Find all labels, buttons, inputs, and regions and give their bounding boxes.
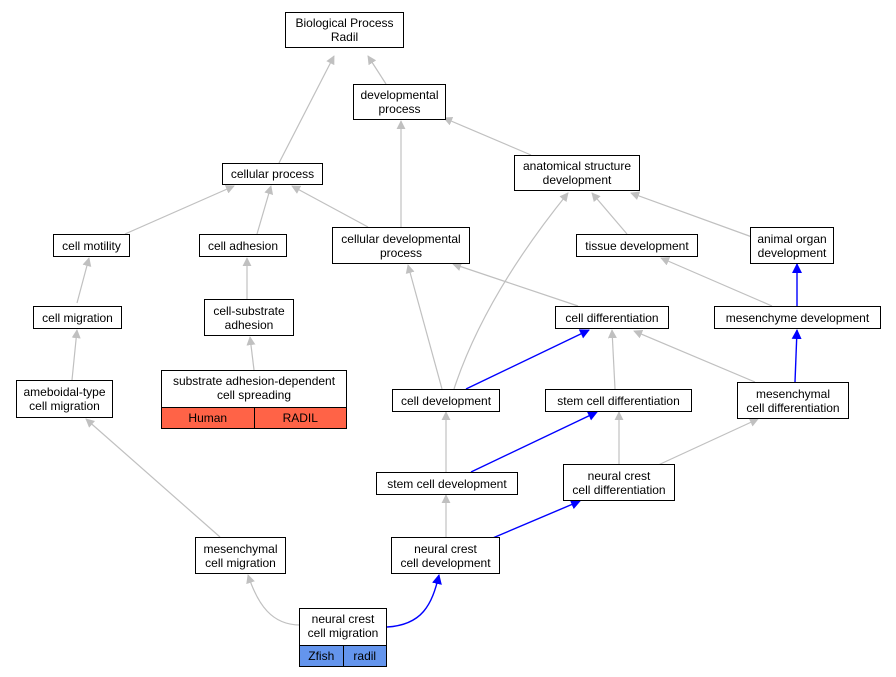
edge xyxy=(655,418,759,467)
node-label: mesenchymal xyxy=(755,386,831,401)
node-label: process xyxy=(379,245,423,260)
node-label: anatomical structure xyxy=(522,159,632,173)
node-label: cell spreading xyxy=(216,388,292,402)
node-label: adhesion xyxy=(224,317,274,332)
node-label: developmental xyxy=(360,88,439,102)
node-developmental-process[interactable]: developmental process xyxy=(353,84,446,120)
edge xyxy=(71,329,81,381)
node-label: development xyxy=(757,245,827,260)
node-mesenchymal-cell-differentiation[interactable]: mesenchymal cell differentiation xyxy=(737,382,849,419)
edge xyxy=(291,185,369,228)
node-label: cell migration xyxy=(307,626,379,640)
node-label: cell differentiation xyxy=(565,310,659,325)
node-label: cell adhesion xyxy=(207,238,279,253)
edge xyxy=(76,257,92,304)
edge xyxy=(633,329,756,383)
node-label: mesenchyme development xyxy=(725,310,870,325)
node-label: neural crest xyxy=(311,612,375,626)
edge xyxy=(278,55,335,164)
node-tissue-development[interactable]: tissue development xyxy=(576,234,698,257)
node-label: cell migration xyxy=(205,555,276,570)
edge-blue xyxy=(487,499,581,541)
node-label: stem cell development xyxy=(387,476,507,491)
node-label: cell differentiation xyxy=(572,482,666,497)
edge xyxy=(367,55,387,85)
node-cell-development[interactable]: cell development xyxy=(392,389,500,412)
node-cell-motility[interactable]: cell motility xyxy=(53,234,130,257)
node-label: development xyxy=(542,173,612,187)
node-label: stem cell differentiation xyxy=(557,393,680,408)
edge xyxy=(630,191,753,238)
edge xyxy=(452,262,579,307)
node-ameboidal-type-cell-migration[interactable]: ameboidal-type cell migration xyxy=(16,380,113,418)
node-label: cell development xyxy=(400,555,491,570)
node-animal-organ-development[interactable]: animal organ development xyxy=(750,227,834,264)
node-mesenchyme-development[interactable]: mesenchyme development xyxy=(714,306,881,329)
edge xyxy=(85,418,221,538)
node-label: neural crest xyxy=(414,541,477,556)
edge xyxy=(246,574,301,626)
edge xyxy=(453,192,569,390)
gene-tag-radil[interactable]: RADIL xyxy=(254,408,346,428)
species-tag-human[interactable]: Human xyxy=(162,408,255,428)
node-label: tissue development xyxy=(585,238,689,253)
annotation-tags: Human RADIL xyxy=(162,407,346,428)
node-label: animal organ xyxy=(757,231,827,246)
node-label: cellular developmental xyxy=(341,231,461,246)
node-cellular-process[interactable]: cellular process xyxy=(222,163,323,185)
node-stem-cell-differentiation[interactable]: stem cell differentiation xyxy=(545,389,692,412)
node-anatomical-structure-development[interactable]: anatomical structure development xyxy=(514,155,640,191)
edge xyxy=(660,257,773,307)
edge xyxy=(443,117,532,156)
node-cell-migration[interactable]: cell migration xyxy=(33,306,122,329)
node-mesenchymal-cell-migration[interactable]: mesenchymal cell migration xyxy=(195,537,286,574)
node-label: substrate adhesion-dependent xyxy=(172,374,336,388)
species-tag-zfish[interactable]: Zfish xyxy=(300,646,344,666)
node-cell-substrate-adhesion[interactable]: cell-substrate adhesion xyxy=(204,299,294,336)
node-label: Biological Process xyxy=(295,16,394,30)
node-substrate-adhesion-dependent-cell-spreading[interactable]: substrate adhesion-dependent cell spread… xyxy=(161,370,347,429)
node-label: cellular process xyxy=(230,167,315,181)
node-label: cell migration xyxy=(29,399,100,413)
node-cell-adhesion[interactable]: cell adhesion xyxy=(199,234,287,257)
node-label: ameboidal-type xyxy=(23,385,106,399)
annotation-tags: Zfish radil xyxy=(300,645,386,666)
edge xyxy=(256,185,274,235)
node-label: cell differentiation xyxy=(746,400,840,415)
node-label: cell motility xyxy=(62,238,121,253)
edge xyxy=(246,336,256,371)
edge-blue xyxy=(465,329,590,390)
node-neural-crest-cell-migration[interactable]: neural crest cell migration Zfish radil xyxy=(299,608,387,667)
node-label: neural crest xyxy=(587,468,651,483)
edge xyxy=(591,192,628,235)
edge-blue xyxy=(386,574,442,628)
edge xyxy=(124,185,235,235)
node-cellular-developmental-process[interactable]: cellular developmental process xyxy=(332,227,470,264)
edge xyxy=(607,329,617,390)
node-label: mesenchymal xyxy=(203,541,278,556)
node-label: cell development xyxy=(400,393,492,408)
edge-blue xyxy=(791,329,802,383)
node-cell-differentiation[interactable]: cell differentiation xyxy=(555,306,669,329)
gene-tag-radil[interactable]: radil xyxy=(343,646,386,666)
node-label: process xyxy=(378,102,421,116)
node-label: cell-substrate xyxy=(213,303,285,318)
node-biological-process[interactable]: Biological Process Radil xyxy=(285,12,404,48)
node-label: Radil xyxy=(330,30,359,44)
node-label: cell migration xyxy=(42,310,113,325)
node-stem-cell-development[interactable]: stem cell development xyxy=(376,472,518,495)
node-neural-crest-cell-development[interactable]: neural crest cell development xyxy=(391,537,500,574)
edge xyxy=(405,264,443,390)
edge-blue xyxy=(470,411,598,473)
node-neural-crest-cell-differentiation[interactable]: neural crest cell differentiation xyxy=(563,464,675,501)
